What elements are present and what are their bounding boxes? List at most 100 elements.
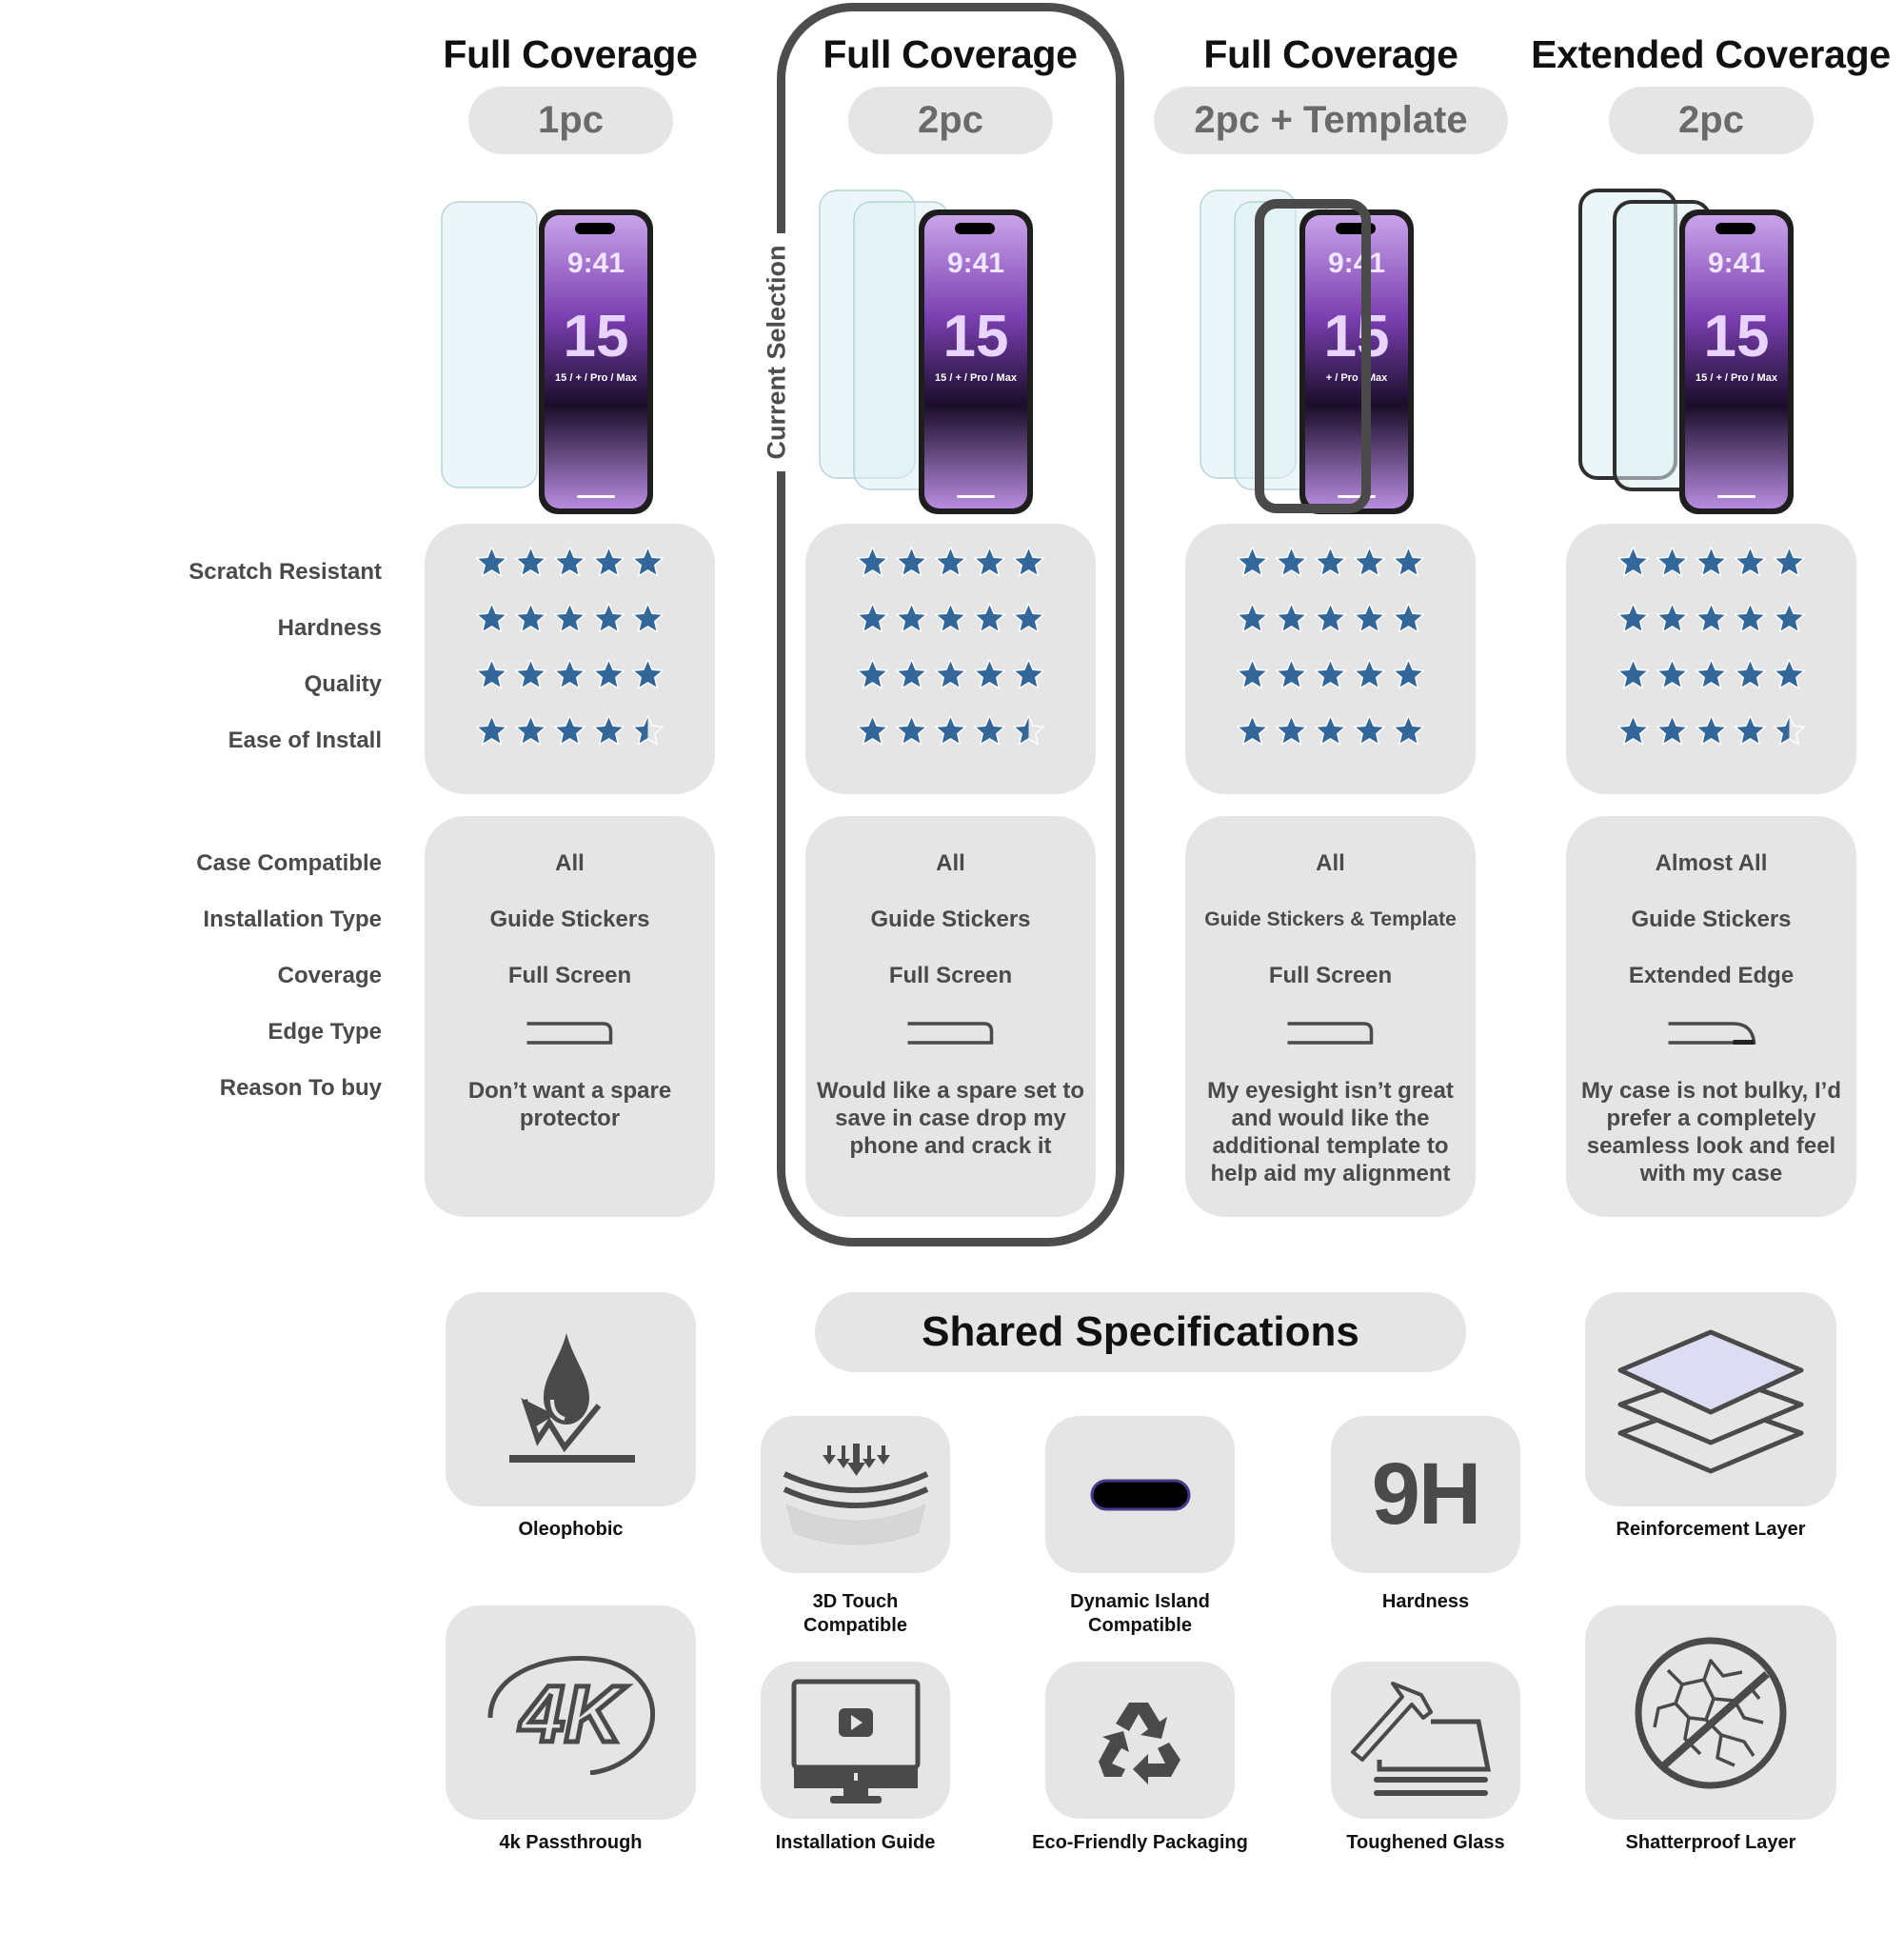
star-full-icon [1353,715,1386,746]
star-full-icon [475,547,508,577]
star-full-icon [856,547,889,577]
svg-text:15 / + / Pro / Max: 15 / + / Pro / Max [555,372,638,384]
svg-text:15: 15 [943,304,1009,369]
star-full-icon [1734,603,1767,633]
star-full-icon [553,603,586,633]
product-image[interactable]: 9:41 15 + / Pro / Max [1174,185,1488,518]
star-full-icon [1695,547,1728,577]
installation-type-value: Guide Stickers [870,907,1031,932]
current-selection-border [777,3,1124,1246]
video-monitor-icon [791,1679,920,1803]
installation-type-value: Guide Stickers & Template [1204,908,1457,930]
star-rating-row [1566,713,1856,748]
star-full-icon [514,659,547,689]
case-compatible-value: Almost All [1655,850,1768,876]
star-full-icon [1616,659,1650,689]
spec-tile-installation-guide [761,1662,950,1819]
star-full-icon [973,715,1006,746]
spec-tile-4k-passthrough: 4K [446,1605,696,1820]
spec-tile-reinforcement-layer [1585,1292,1836,1506]
variant-pill[interactable]: 1pc [468,87,673,154]
star-full-icon [856,603,889,633]
star-full-icon [895,603,928,633]
star-full-icon [856,659,889,689]
star-rating-row [425,601,715,636]
product-image[interactable]: 9:41 15 15 / + / Pro / Max [413,185,727,518]
detail-label-case-compatible: Case Compatible [196,850,382,876]
ratings-box [1185,524,1476,794]
star-full-icon [1773,659,1806,689]
star-rating-row [805,601,1096,636]
star-full-icon [514,715,547,746]
spec-tile-oleophobic [446,1292,696,1506]
star-full-icon [592,547,625,577]
spec-label-3d-touch: 3D Touch Compatible [803,1591,907,1636]
rating-label-scratch-resistant: Scratch Resistant [188,559,382,585]
phone-product-icon: 9:41 15 15 / + / Pro / Max [1578,189,1794,514]
star-rating-row [1185,657,1476,692]
star-full-icon [973,603,1006,633]
product-image[interactable]: 9:41 15 15 / + / Pro / Max [793,185,1107,518]
star-full-icon [1275,715,1308,746]
star-full-icon [1314,659,1347,689]
product-image[interactable]: 9:41 15 15 / + / Pro / Max [1554,185,1868,518]
star-full-icon [514,603,547,633]
coverage-value: Full Screen [1268,963,1393,988]
spec-label-reinforcement-layer: Reinforcement Layer [1616,1519,1806,1540]
shared-specifications-title: Shared Specifications [815,1292,1466,1372]
star-full-icon [1392,659,1425,689]
star-rating-row [1566,545,1856,580]
spec-label-shatterproof-layer: Shatterproof Layer [1625,1832,1796,1853]
star-rating-row [805,657,1096,692]
case-compatible-value: All [555,850,585,876]
svg-text:15 / + / Pro / Max: 15 / + / Pro / Max [1696,372,1778,384]
variant-pill[interactable]: 2pc [1609,87,1814,154]
reason-to-buy-value: Would like a spare set to save in case d… [817,1078,1084,1159]
product-title: Extended Coverage [1531,32,1891,76]
product-title: Full Coverage [1203,32,1458,76]
star-rating-row [425,657,715,692]
svg-text:9:41: 9:41 [1328,248,1385,279]
star-full-icon [1773,603,1806,633]
star-full-icon [1734,715,1767,746]
details-box: All Guide Stickers Full Screen Would lik… [805,816,1096,1217]
spec-tile-eco-friendly [1045,1662,1235,1819]
star-full-icon [514,547,547,577]
star-full-icon [1392,603,1425,633]
svg-text:9:41: 9:41 [947,248,1004,279]
touch-press-icon [783,1443,928,1544]
svg-text:9:41: 9:41 [1708,248,1765,279]
star-full-icon [1616,715,1650,746]
phone-product-icon: 9:41 15 + / Pro / Max [1200,189,1414,514]
star-full-icon [1734,659,1767,689]
star-full-icon [1012,547,1045,577]
star-full-icon [1695,715,1728,746]
star-full-icon [1656,603,1689,633]
star-rating-row [805,713,1096,748]
ratings-box [425,524,715,794]
spec-tile-3d-touch [761,1416,950,1573]
star-full-icon [1616,603,1650,633]
details-box: All Guide Stickers Full Screen Don’t wan… [425,816,715,1217]
svg-text:15: 15 [1704,304,1770,369]
star-half-icon [1012,715,1045,746]
svg-text:15 / + / Pro / Max: 15 / + / Pro / Max [935,372,1018,384]
detail-label-installation-type: Installation Type [203,907,382,932]
star-full-icon [475,715,508,746]
recycle-icon [1098,1702,1180,1784]
star-half-icon [631,715,664,746]
star-full-icon [475,659,508,689]
variant-pill[interactable]: 2pc [848,87,1053,154]
variant-pill[interactable]: 2pc + Template [1154,87,1508,154]
full-screen-edge-icon [907,1022,993,1045]
spec-label-dynamic-island: Dynamic Island Compatible [1070,1591,1210,1636]
star-full-icon [631,603,664,633]
reason-to-buy-value: My case is not bulky, I’d prefer a compl… [1581,1078,1841,1186]
reason-to-buy-value: Don’t want a spare protector [467,1078,672,1131]
star-full-icon [1773,547,1806,577]
full-screen-edge-icon [1287,1022,1373,1045]
rating-label-quality: Quality [304,671,382,697]
star-full-icon [592,715,625,746]
star-full-icon [592,659,625,689]
coverage-value: Full Screen [888,963,1013,988]
